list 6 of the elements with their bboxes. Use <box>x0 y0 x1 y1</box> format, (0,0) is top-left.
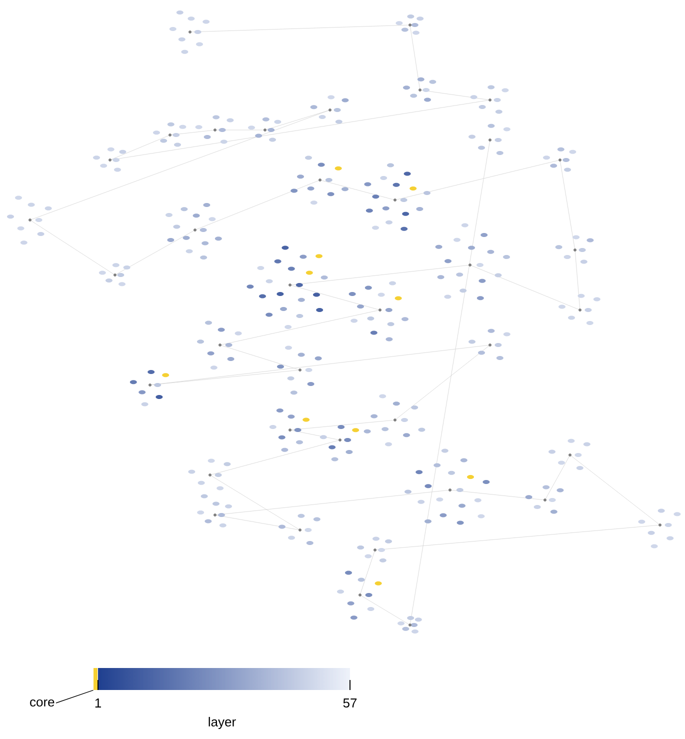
axis-title: layer <box>208 716 236 730</box>
colorbar-label: core <box>30 699 54 707</box>
tick-label: 57 <box>343 698 357 708</box>
core-swatch <box>94 668 98 690</box>
leader-line <box>56 690 94 704</box>
tick-label: 1 <box>95 698 101 708</box>
